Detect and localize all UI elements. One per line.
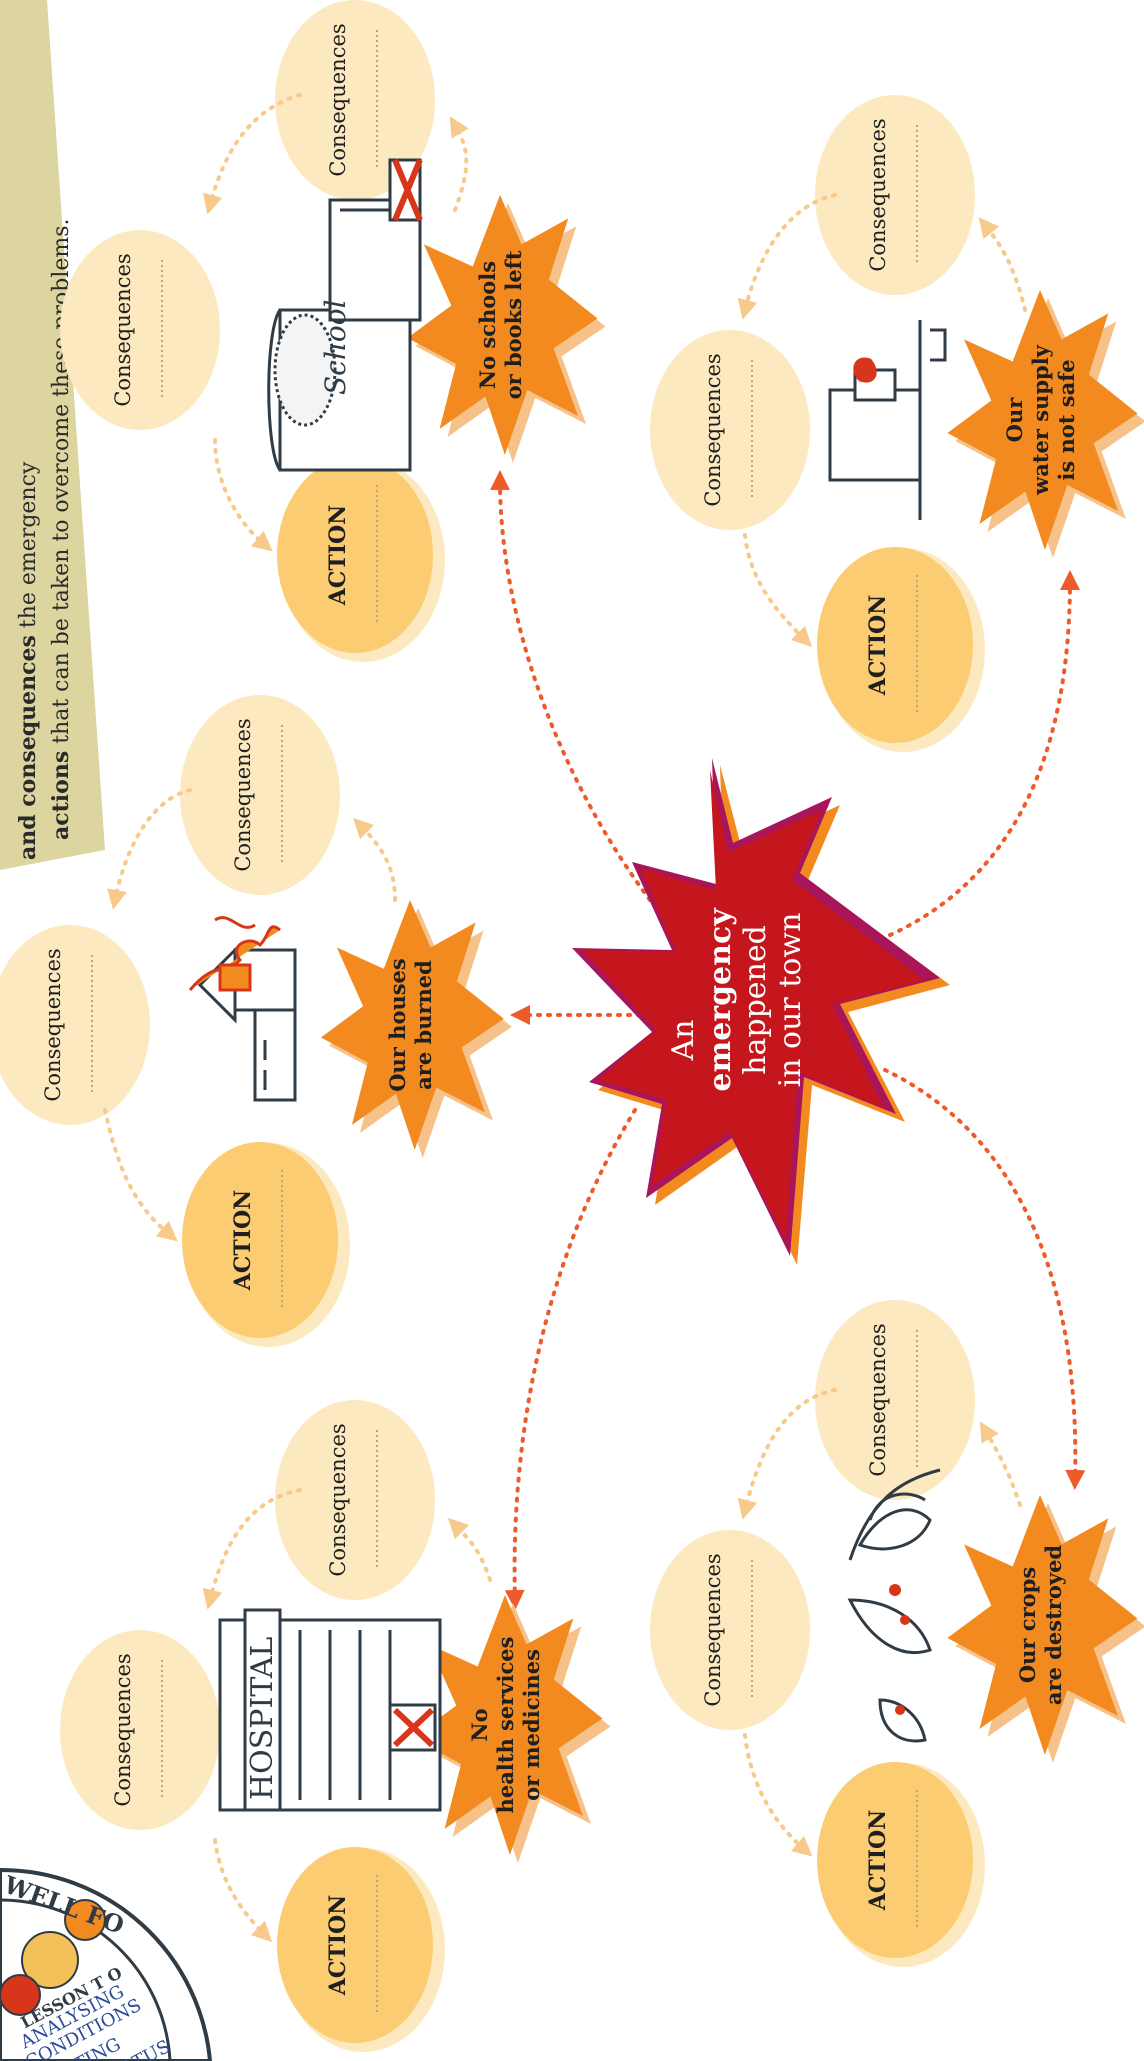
consequences-bubble[interactable]: Consequences (275, 1400, 435, 1600)
consequences-bubble[interactable]: Consequences (650, 1530, 810, 1730)
problem-label-water: Our (1002, 397, 1027, 443)
arrow-to-crops (883, 1068, 1086, 1490)
banner-line-1: and consequences the emergency (15, 461, 41, 860)
consequences-bubble[interactable]: Consequences (60, 230, 220, 430)
consequences-label: Consequences (111, 253, 135, 406)
cycle-arrow (737, 193, 837, 320)
problem-label-houses: are burned (411, 960, 436, 1090)
center-word-4: in our town (773, 913, 808, 1088)
action-bubble[interactable]: ACTION (277, 457, 445, 662)
cycle-arrow (202, 1488, 302, 1610)
cycle-arrow (743, 533, 813, 648)
cycle-arrows-layer (103, 93, 1027, 1943)
cycle-arrow (979, 1421, 1022, 1507)
arrow-to-health (504, 1108, 637, 1610)
consequences-label: Consequences (111, 1653, 135, 1806)
consequences-bubble[interactable]: Consequences (650, 330, 810, 530)
cycle-arrow (737, 1388, 837, 1520)
cycle-arrow (213, 438, 273, 552)
consequences-label: Consequences (866, 118, 890, 271)
consequences-label: Consequences (231, 718, 255, 871)
cycle-arrow (447, 1517, 492, 1582)
center-emergency-burst: An emergency happened in our town (572, 758, 950, 1265)
crops-illustration (847, 1468, 941, 1743)
consequences-label: Consequences (326, 1423, 350, 1576)
arrow-to-schools (490, 470, 652, 902)
action-label: ACTION (865, 595, 891, 697)
problem-label-crops: are destroyed (1041, 1545, 1066, 1706)
action-bubble[interactable]: ACTION (277, 1847, 445, 2052)
action-label: ACTION (865, 1810, 891, 1912)
cycle-arrow (103, 1108, 178, 1242)
consequences-bubble[interactable]: Consequences (0, 925, 150, 1125)
center-word-2: emergency (703, 907, 738, 1092)
cycle-arrow (202, 93, 302, 215)
cycle-arrow (743, 1733, 813, 1857)
action-bubble[interactable]: ACTION (182, 1142, 350, 1347)
problem-label-houses: Our houses (385, 958, 410, 1092)
consequences-label: Consequences (326, 23, 350, 176)
instruction-banner: and consequences the emergency actions t… (0, 0, 105, 870)
action-label: ACTION (325, 1895, 351, 1997)
hospital-sign: HOSPITAL (245, 1637, 280, 1800)
bubbles-layer: ConsequencesConsequencesACTIONConsequenc… (0, 0, 985, 2052)
consequences-bubble[interactable]: Consequences (180, 695, 340, 895)
water-tap-illustration (828, 320, 947, 520)
burning-house-illustration (188, 916, 297, 1102)
action-label: ACTION (325, 505, 351, 607)
arrow-to-water (888, 570, 1080, 937)
consequences-bubble[interactable]: Consequences (60, 1630, 220, 1830)
lesson-badge: WELL FO LESSON T O ANALYSING CONDITIONS … (0, 1867, 213, 2061)
consequences-label: Consequences (701, 353, 725, 506)
action-label: ACTION (230, 1190, 256, 1292)
problem-label-schools: No schools (475, 261, 500, 389)
cycle-arrow (978, 217, 1027, 312)
problem-label-water: water supply (1028, 344, 1053, 496)
cycle-arrow (107, 788, 192, 910)
center-word-3: happened (738, 925, 773, 1075)
problem-label-water: is not safe (1054, 359, 1079, 480)
school-sign: School (319, 299, 352, 395)
problem-label-schools: or books left (501, 250, 526, 399)
consequences-bubble[interactable]: Consequences (815, 95, 975, 295)
cycle-arrow (449, 116, 469, 212)
consequences-label: Consequences (41, 948, 65, 1101)
cycle-arrow (213, 1838, 273, 1943)
consequences-label: Consequences (701, 1553, 725, 1706)
center-arrows (490, 470, 1086, 1610)
school-illustration: School (267, 158, 423, 472)
center-word-1: An (666, 1020, 701, 1062)
problem-label-health: or medicines (519, 1649, 544, 1801)
action-bubble[interactable]: ACTION (817, 547, 985, 752)
hospital-illustration: HOSPITAL (218, 1608, 442, 1812)
consequences-bubble[interactable]: Consequences (815, 1300, 975, 1500)
consequences-label: Consequences (866, 1323, 890, 1476)
cycle-arrow (352, 817, 397, 902)
action-bubble[interactable]: ACTION (817, 1762, 985, 1967)
consequences-bubble[interactable]: Consequences (275, 0, 435, 200)
problem-label-health: No (467, 1708, 492, 1741)
problem-label-health: health services (493, 1637, 518, 1814)
problem-label-crops: Our crops (1015, 1567, 1040, 1683)
